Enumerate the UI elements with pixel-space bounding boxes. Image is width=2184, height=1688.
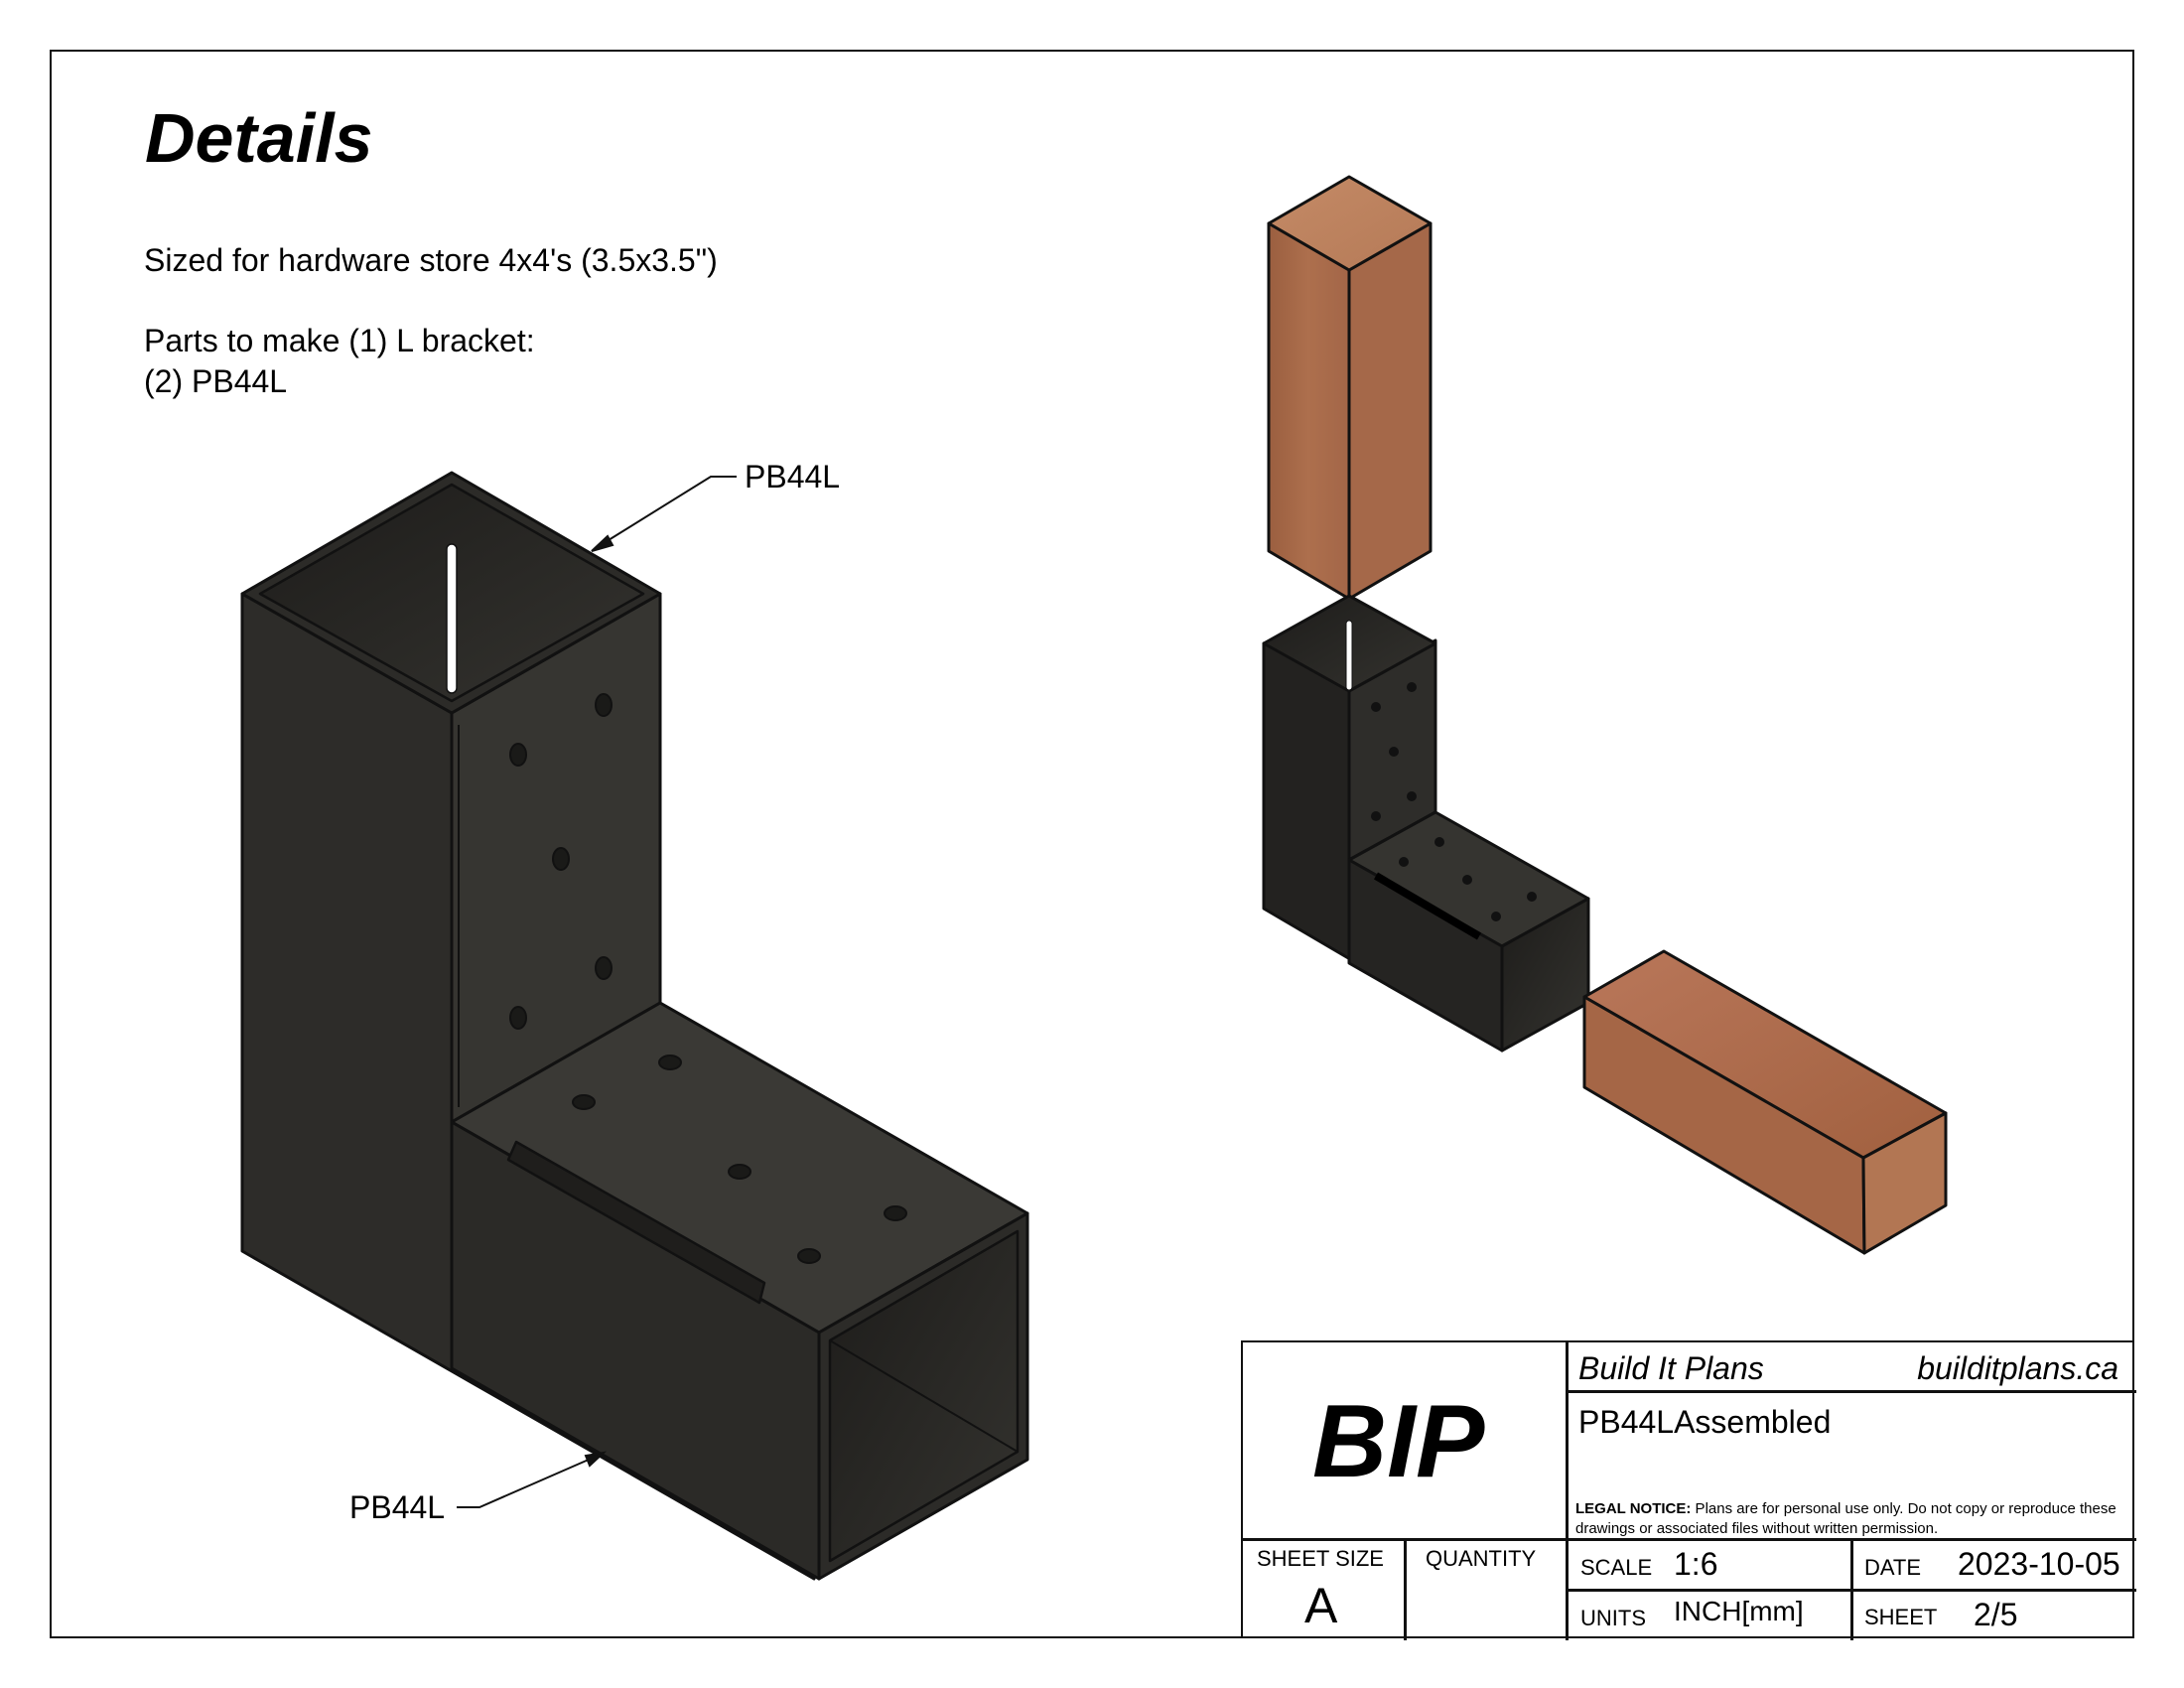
date-label: DATE [1864,1555,1922,1580]
scale-label: SCALE [1580,1555,1653,1580]
exploded-bracket [1262,594,1590,1053]
scale-value: 1:6 [1674,1546,1718,1582]
legal-notice-label: LEGAL NOTICE: [1575,1500,1692,1517]
company-logo: BIP [1312,1384,1485,1499]
callout-leaders [457,476,737,1508]
parts-item: (2) PB44L [144,363,288,399]
page-title: Details [145,99,373,177]
callout-label-upper: PB44L [745,459,841,494]
date-value: 2023-10-05 [1958,1546,2120,1582]
sizing-note: Sized for hardware store 4x4's (3.5x3.5"… [144,242,718,278]
legal-notice-text: Plans are for personal use only. Do not … [1575,1500,2116,1537]
units-value: INCH[mm] [1674,1596,1804,1626]
sheet-label: SHEET [1864,1605,1938,1629]
horizontal-post [1582,949,1948,1255]
parts-heading: Parts to make (1) L bracket: [144,323,535,358]
title-block: BIP Build It Plans builditplans.ca PB44L… [1241,1340,2136,1640]
document-name: PB44LAssembled [1578,1404,1832,1440]
divider [1566,1390,2136,1393]
divider [1566,1342,1569,1640]
company-name: Build It Plans [1578,1350,1764,1386]
drawing-frame [50,50,2134,1638]
legal-notice: LEGAL NOTICE: Plans are for personal use… [1575,1499,2131,1538]
divider [1850,1538,1853,1640]
callout-label-lower: PB44L [349,1489,446,1525]
company-website: builditplans.ca [1917,1350,2118,1386]
divider [1404,1538,1407,1640]
quantity-label: QUANTITY [1426,1546,1537,1571]
divider [1243,1538,2136,1541]
vertical-post [1267,175,1433,601]
sheet-size-value: A [1304,1578,1338,1633]
sheet-value: 2/5 [1974,1597,2018,1632]
units-label: UNITS [1580,1606,1646,1630]
sheet-size-label: SHEET SIZE [1257,1546,1384,1571]
main-bracket [240,471,1029,1581]
